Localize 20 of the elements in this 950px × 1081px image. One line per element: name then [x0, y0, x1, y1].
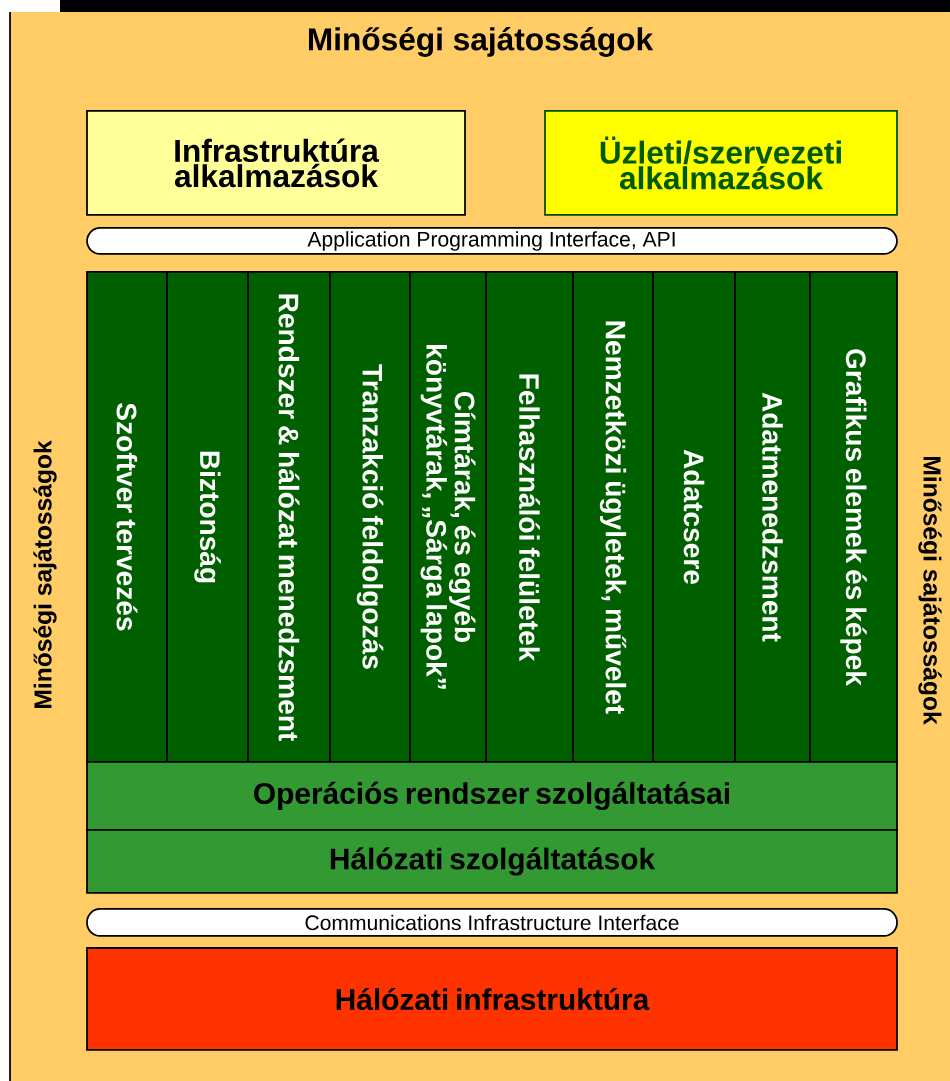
boxed-label: Infrastruktúra alkalmazások	[86, 110, 466, 216]
boxed-label: Üzleti/szervezeti alkalmazások	[544, 110, 898, 216]
service-column: Rendszer & hálózat menedzsment	[247, 271, 331, 763]
service-column: Adatcsere	[652, 271, 736, 763]
service-column: Tranzakció feldolgozás	[329, 271, 411, 763]
layer-bar: Hálózati szolgáltatások	[86, 829, 898, 894]
service-column: Adatmenedzsment	[734, 271, 811, 763]
service-column: Biztonság	[166, 271, 249, 763]
service-column: Címtárak, és egyéb könyvtárak, „Sárga lapok”	[409, 271, 487, 763]
frame-heading: Minőségi sajátosságok	[918, 457, 942, 725]
interface-pill: Application Programming Interface, API	[86, 227, 898, 255]
frame-heading: Minőségi sajátosságok	[309, 27, 654, 57]
service-column: Szoftver tervezés	[86, 271, 168, 763]
service-column: Nemzetközi ügyletek, művelet	[572, 271, 654, 763]
layer-bar: Operációs rendszer szolgáltatásai	[86, 761, 898, 831]
layer-bar: Hálózati infrastruktúra	[86, 947, 898, 1051]
frame-heading: Minőségi sajátosságok	[33, 440, 57, 708]
service-column: Grafikus elemek és képek	[809, 271, 898, 763]
interface-pill: Communications Infrastructure Interface	[86, 908, 898, 937]
service-column: Felhasználói felületek	[485, 271, 574, 763]
